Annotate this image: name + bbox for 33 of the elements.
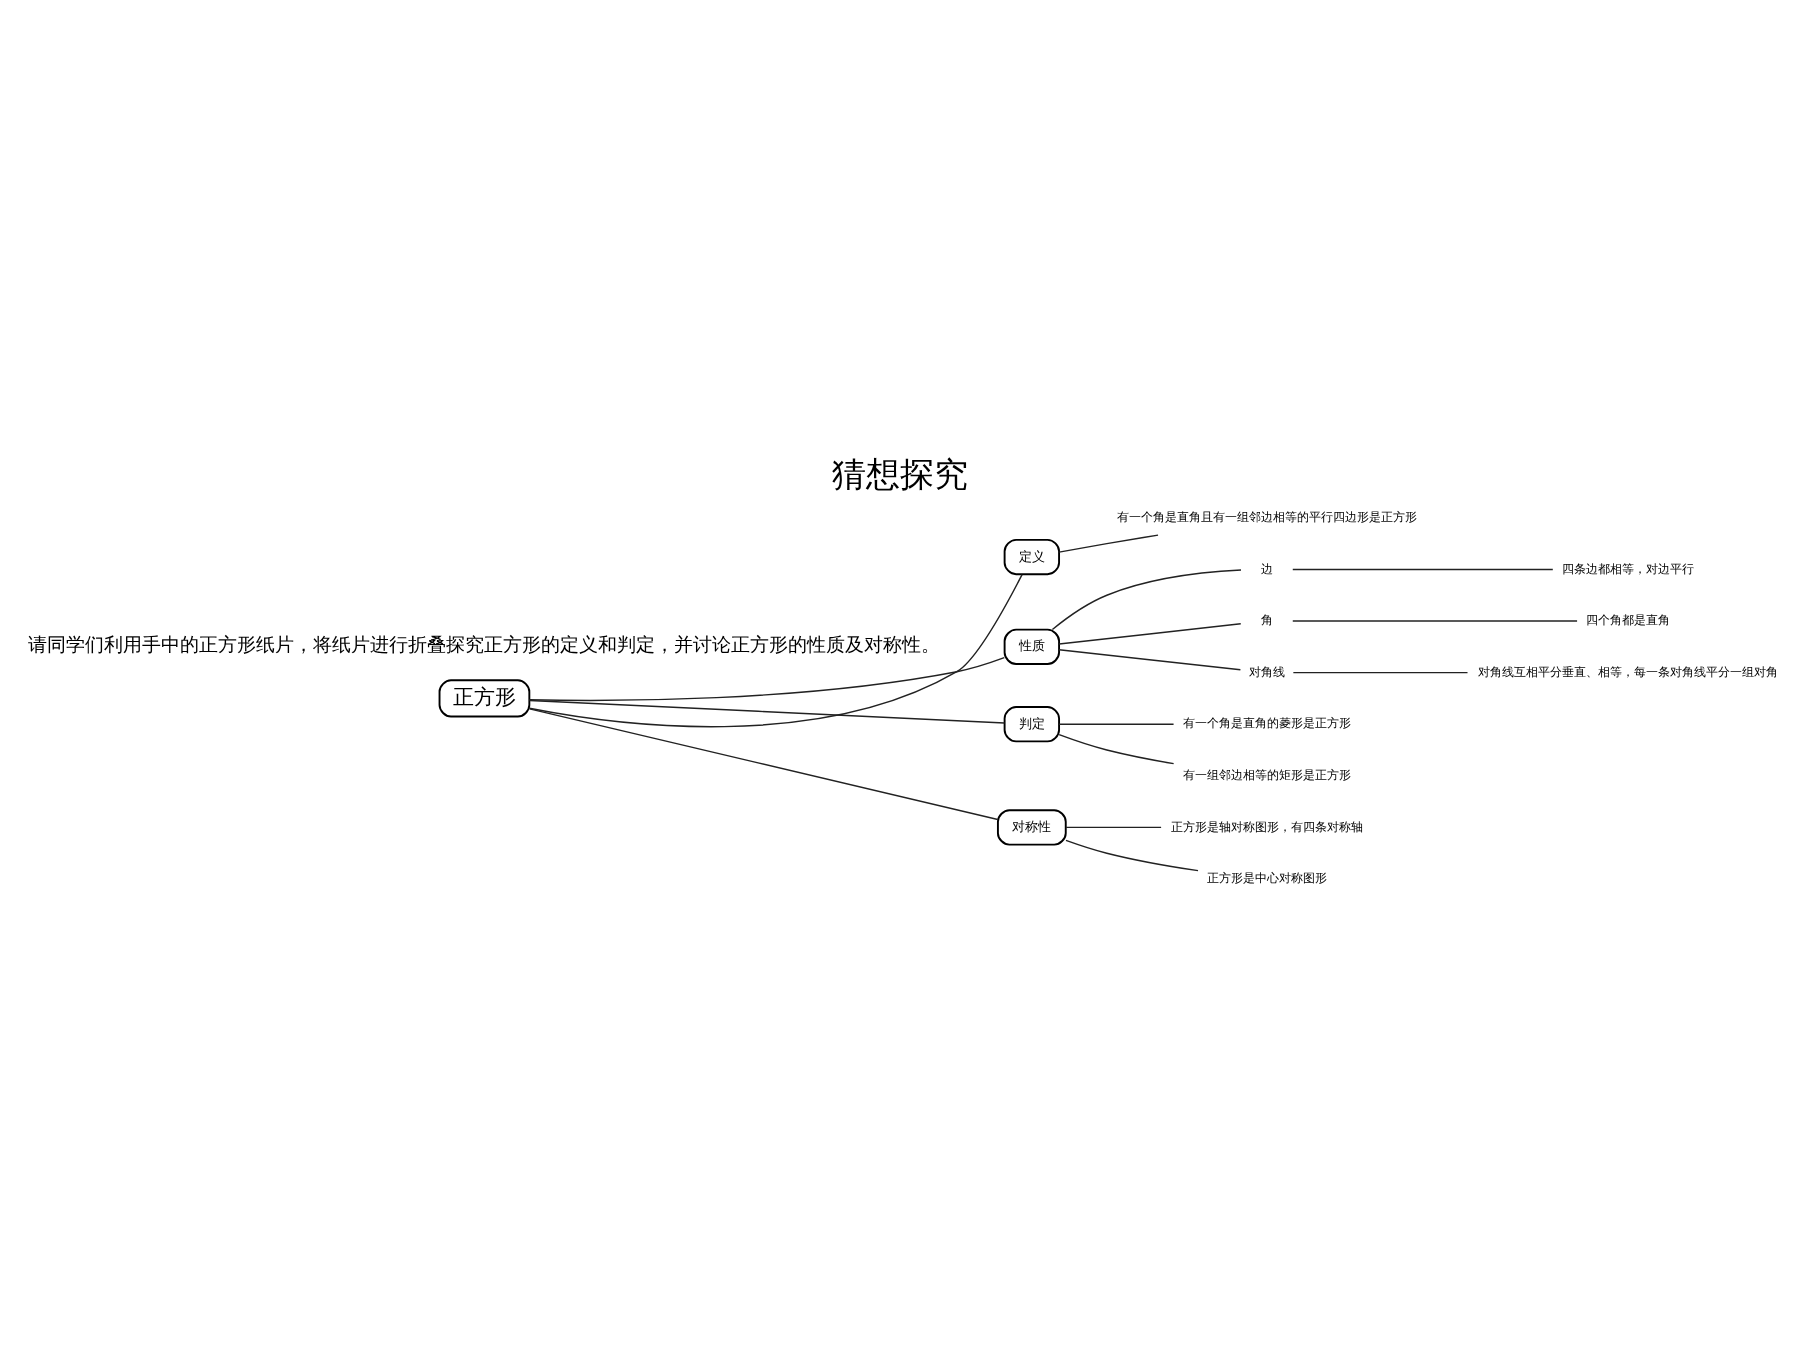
connector bbox=[1058, 733, 1175, 764]
node-text: 有一个角是直角且有一组邻边相等的平行四边形是正方形 bbox=[1116, 508, 1417, 524]
connector bbox=[528, 573, 1023, 727]
node-text: 角 bbox=[1260, 611, 1273, 627]
node-text: 边 bbox=[1260, 560, 1273, 576]
node-box: 正方形 bbox=[438, 678, 531, 718]
connector bbox=[528, 707, 999, 820]
connector bbox=[1058, 648, 1242, 671]
label: 请同学们利用手中的正方形纸片，将纸片进行折叠探究正方形的定义和判定，并讨论正方形的性质及对称性。 bbox=[28, 632, 941, 656]
node-text: 正方形是中心对称图形 bbox=[1206, 869, 1327, 885]
diagram-title: 猜想探究 bbox=[832, 453, 968, 494]
connector bbox=[1292, 568, 1554, 570]
connector bbox=[1051, 568, 1242, 630]
connector bbox=[1292, 671, 1469, 673]
node-text: 正方形是轴对称图形，有四条对称轴 bbox=[1170, 818, 1363, 834]
node-text: 有一个角是直角的菱形是正方形 bbox=[1182, 714, 1351, 730]
node-text: 有一组邻边相等的矩形是正方形 bbox=[1182, 766, 1351, 782]
node-box: 性质 bbox=[1003, 628, 1060, 665]
connector bbox=[1065, 826, 1162, 828]
connector bbox=[1065, 839, 1199, 871]
node-text: 四个角都是直角 bbox=[1585, 611, 1670, 627]
node-box: 对称性 bbox=[996, 808, 1067, 846]
node-box: 定义 bbox=[1003, 538, 1060, 575]
node-text: 对角线互相平分垂直、相等，每一条对角线平分一组对角 bbox=[1477, 663, 1778, 679]
node-text: 对角线 bbox=[1248, 663, 1285, 679]
connector bbox=[528, 656, 1005, 701]
connector bbox=[528, 699, 1006, 724]
connector bbox=[1292, 619, 1578, 622]
node-text: 四条边都相等，对边平行 bbox=[1561, 560, 1694, 576]
node-box: 判定 bbox=[1003, 705, 1060, 742]
connector bbox=[1058, 723, 1175, 725]
connector bbox=[1058, 622, 1242, 645]
connector bbox=[1058, 533, 1159, 553]
